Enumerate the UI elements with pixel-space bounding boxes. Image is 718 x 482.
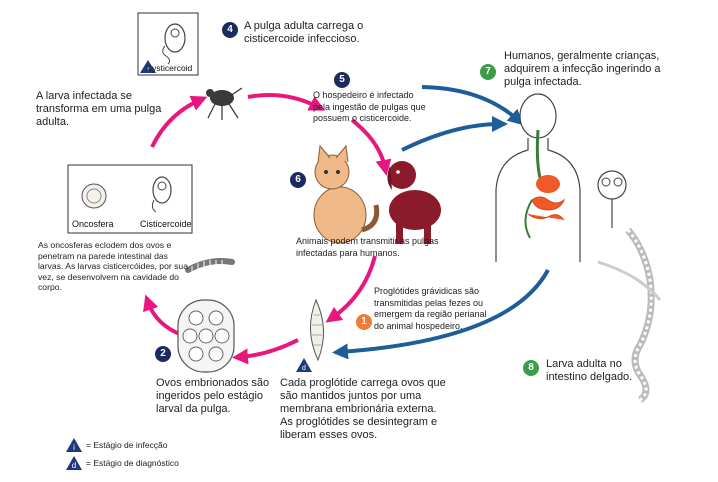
arrow-larva-to-flea: [150, 95, 208, 148]
step-1-badge: 1: [356, 314, 372, 330]
step-8-badge: 8: [523, 360, 539, 376]
step-6-text: Animais podem transmitir as pulgas infec…: [296, 236, 439, 258]
oncosphere-illustration: [81, 183, 107, 209]
cisticercoide-illustration: [151, 176, 172, 213]
proglottid-illustration: [310, 298, 324, 362]
cat-illustration: [313, 144, 380, 244]
diagnostic-triangle-icon: d: [66, 456, 82, 470]
step-3-text: As oncosferas eclodem dos ovos e penetra…: [38, 240, 188, 292]
arrow-animals-to-proglottid: [325, 255, 377, 323]
step-2-badge: 2: [155, 346, 171, 362]
arrow-human-to-proglottid: [332, 269, 550, 360]
flea-larva-illustration: [185, 258, 235, 273]
svg-text:d: d: [72, 461, 76, 470]
svg-text:d: d: [302, 365, 306, 372]
step-6-badge: 6: [290, 172, 306, 188]
step-4-badge: 4: [222, 22, 238, 38]
scolex-illustration: [597, 170, 627, 228]
arrow-animal-to-human: [401, 116, 508, 152]
cysticercoid-top-label: Cysticercoid: [146, 63, 193, 73]
cisticercoide-label: Cisticercoide: [140, 219, 192, 229]
cysticercoid-top-illustration: [162, 23, 186, 65]
infection-stage-icon-top: i: [140, 60, 156, 73]
arrow-host-to-human: [421, 85, 524, 126]
arrow-flea-to-host: [247, 93, 326, 111]
step-8-text: Larva adulta no intestino delgado.: [546, 358, 633, 383]
svg-text:i: i: [73, 443, 75, 452]
infection-triangle-icon: i: [66, 438, 82, 452]
step-7-text: Humanos, geralmente crianças, adquirem a…: [504, 50, 661, 88]
arrow-to-animals: [350, 118, 392, 176]
step-5-badge: 5: [334, 72, 350, 88]
arrow-proglottid-to-eggs: [232, 338, 299, 365]
diagnostic-stage-icon-proglottid: d: [296, 358, 312, 372]
legend-diagnostic-label: = Estágio de diagnóstico: [86, 458, 179, 468]
human-silhouette: [495, 93, 581, 262]
step-2-text: Ovos embrionados são ingeridos pelo está…: [156, 377, 270, 415]
step-1-text: Proglótides grávidicas são transmitidas …: [374, 286, 487, 331]
legend-infection: i = Estágio de infecção: [66, 438, 168, 452]
step-5-text: O hospedeiro é infectado pela ingestão d…: [313, 90, 426, 123]
legend-diagnostic: d = Estágio de diagnóstico: [66, 456, 179, 470]
legend-infection-label: = Estágio de infecção: [86, 440, 168, 450]
step-7-badge: 7: [480, 64, 496, 80]
step-4-text: A pulga adulta carrega o cisticercoide i…: [244, 20, 364, 45]
arrow-eggs-to-larva: [143, 294, 183, 337]
egg-cluster-illustration: [177, 299, 235, 373]
dog-illustration: [387, 161, 441, 244]
adult-tapeworm-illustration: [597, 227, 662, 403]
oncosfera-label: Oncosfera: [72, 219, 114, 229]
proglottid-text: Cada proglótide carrega ovos que são man…: [280, 377, 446, 441]
flea-illustration: [206, 87, 243, 120]
svg-text:i: i: [147, 66, 149, 73]
larva-transform-text: A larva infectada se transforma em uma p…: [36, 90, 162, 128]
